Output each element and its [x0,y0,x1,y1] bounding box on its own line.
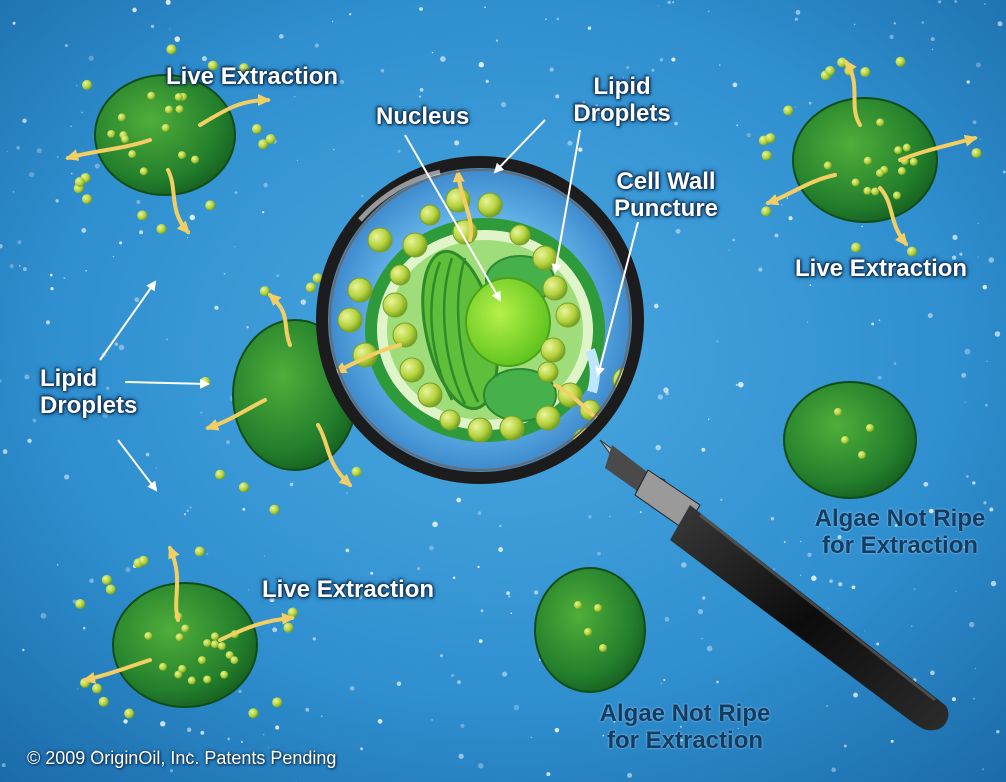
label-lipid-droplets-left-line2: Droplets [40,392,137,419]
label-cell-wall-puncture-line1: Cell Wall [596,168,736,195]
label-algae-not-ripe-bottom-line1: Algae Not Ripe [585,700,785,727]
label-algae-not-ripe-right: Algae Not Ripe for Extraction [800,505,1000,559]
cell-unripe-right [784,382,916,498]
cell-bottom-left [113,583,257,707]
label-algae-not-ripe-right-line2: for Extraction [800,532,1000,559]
label-algae-not-ripe-right-line1: Algae Not Ripe [800,505,1000,532]
label-lipid-droplets-top-line1: Lipid [562,73,682,100]
label-algae-not-ripe-bottom-line2: for Extraction [585,727,785,754]
label-nucleus: Nucleus [376,103,469,130]
cell-top-right [793,98,937,222]
label-lipid-droplets-top-line2: Droplets [562,100,682,127]
label-live-extraction-right: Live Extraction [795,255,967,282]
label-lipid-droplets-top: Lipid Droplets [562,73,682,127]
label-live-extraction-bottom: Live Extraction [262,576,434,603]
label-live-extraction-top-left: Live Extraction [166,63,338,90]
label-algae-not-ripe-bottom: Algae Not Ripe for Extraction [585,700,785,754]
cell-top-left [95,75,235,195]
label-lipid-droplets-left: Lipid Droplets [40,365,137,419]
copyright-notice: © 2009 OriginOil, Inc. Patents Pending [27,748,336,769]
nucleus-shape [466,278,550,366]
label-cell-wall-puncture-line2: Puncture [596,195,736,222]
magnifying-glass-icon [322,162,638,478]
cell-unripe-bottom [535,568,645,692]
label-lipid-droplets-left-line1: Lipid [40,365,137,392]
label-cell-wall-puncture: Cell Wall Puncture [596,168,736,222]
